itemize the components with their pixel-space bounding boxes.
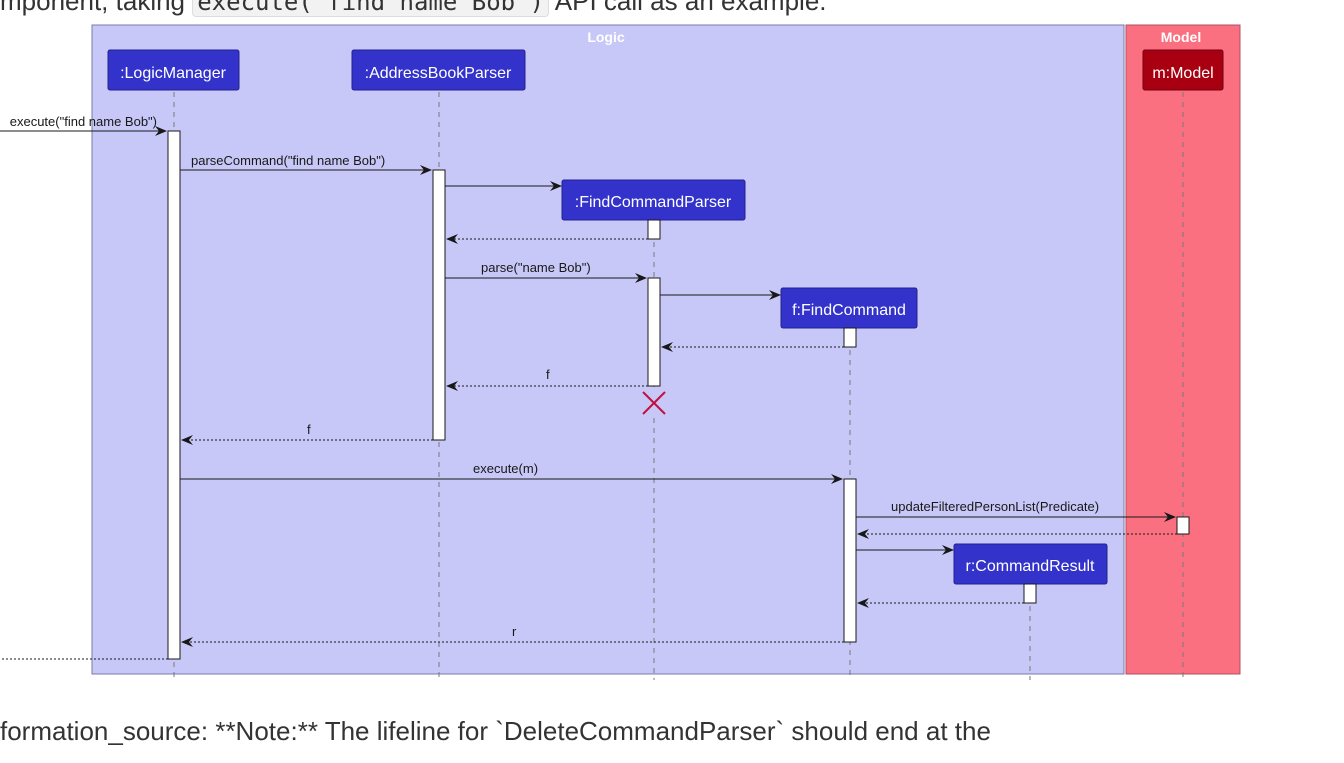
- activation-find-command-ctor: [843, 327, 857, 348]
- activation-command-result: [1023, 583, 1037, 604]
- activation-address-book-parser: [432, 169, 446, 441]
- note-text: formation_source: **Note:** The lifeline…: [0, 716, 991, 746]
- participant-find-command-label: f:FindCommand: [792, 302, 906, 319]
- message-execute-find-label: execute("find name Bob"): [10, 114, 157, 129]
- logic-box-title: Logic: [587, 29, 625, 45]
- inline-code: execute("find name Bob"): [192, 0, 550, 17]
- participant-find-command-parser-label: :FindCommandParser: [575, 194, 732, 211]
- participant-logic-manager: :LogicManager: [107, 49, 240, 91]
- activation-find-command-parser-parse: [647, 277, 661, 387]
- return-f-2-label: f: [307, 422, 311, 437]
- activation-find-command-execute: [843, 478, 857, 643]
- return-f-1-label: f: [546, 367, 550, 382]
- participant-logic-manager-label: :LogicManager: [120, 65, 227, 82]
- destroy-marker: [642, 391, 666, 415]
- intro-text: mponent, taking execute("find name Bob")…: [0, 0, 827, 17]
- model-box-title: Model: [1161, 29, 1201, 45]
- activation-logic-manager: [167, 130, 181, 660]
- participant-find-command: f:FindCommand: [780, 287, 918, 329]
- logic-box: [91, 24, 1125, 675]
- participant-find-command-parser: :FindCommandParser: [561, 179, 746, 221]
- participant-address-book-parser: :AddressBookParser: [351, 49, 526, 91]
- message-update-filtered-label: updateFilteredPersonList(Predicate): [891, 499, 1099, 514]
- message-parse-label: parse("name Bob"): [481, 260, 591, 275]
- participant-command-result: r:CommandResult: [953, 543, 1108, 585]
- activation-model: [1176, 516, 1190, 535]
- participant-address-book-parser-label: :AddressBookParser: [365, 65, 512, 82]
- message-parse-command-label: parseCommand("find name Bob"): [191, 153, 385, 168]
- intro-text-after: API call as an example.: [549, 0, 827, 16]
- participant-model-label: m:Model: [1152, 65, 1213, 82]
- message-execute-m-label: execute(m): [473, 461, 538, 476]
- return-r-label: r: [512, 624, 517, 639]
- participant-model: m:Model: [1142, 49, 1224, 91]
- activation-find-command-parser-ctor: [647, 219, 661, 240]
- intro-text-before: mponent, taking: [0, 0, 193, 16]
- participant-command-result-label: r:CommandResult: [966, 558, 1095, 575]
